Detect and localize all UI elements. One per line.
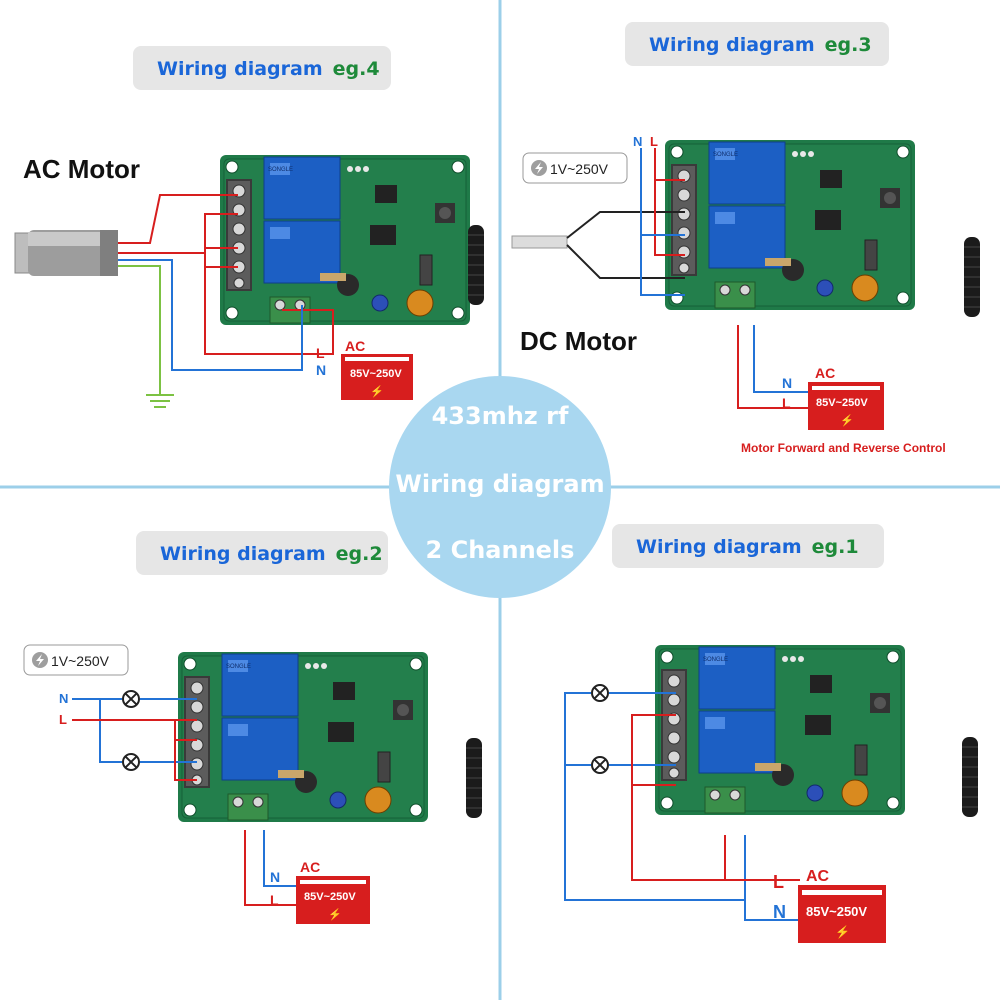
svg-text:SONGLE: SONGLE	[713, 152, 738, 158]
ac-power-box-eg4: AC 85V~250V ⚡	[341, 338, 413, 400]
antenna-eg2	[465, 737, 483, 819]
relay-labels: SONGLE SONGLE SONGLE SONGLE	[226, 152, 738, 670]
title-main-eg1: Wiring diagram	[636, 536, 802, 558]
wires-eg1	[564, 692, 800, 921]
N-label-eg2: N	[270, 869, 280, 885]
svg-text:AC: AC	[300, 859, 320, 875]
panel-eg4: Wiring diagram eg.4 AC Motor	[14, 46, 485, 408]
antenna-eg3	[963, 236, 981, 318]
wires-eg4	[118, 194, 334, 395]
svg-text:SONGLE: SONGLE	[268, 167, 293, 173]
wires-eg3	[566, 148, 808, 409]
svg-text:1V~250V: 1V~250V	[51, 653, 110, 669]
lamp-icon	[122, 753, 140, 771]
title-main-eg2: Wiring diagram	[160, 543, 326, 565]
title-main-eg3: Wiring diagram	[649, 34, 815, 56]
ac-motor-label: AC Motor	[23, 154, 140, 184]
L-label-eg3: L	[782, 395, 791, 411]
ground-symbol	[146, 394, 174, 408]
L-label-eg2: L	[270, 892, 279, 908]
lamp-icon	[591, 684, 609, 702]
center-line-1: 433mhz rf	[432, 402, 569, 430]
L-label-eg4: L	[316, 345, 325, 361]
svg-text:SONGLE: SONGLE	[703, 657, 728, 663]
svg-text:AC: AC	[806, 868, 830, 885]
title-pill-eg1	[612, 524, 884, 568]
N-top-label-eg3: N	[633, 134, 642, 149]
wires-eg2	[72, 698, 298, 906]
ac-power-box-eg1: AC 85V~250V ⚡	[798, 868, 886, 943]
ac-power-box-eg2: AC 85V~250V ⚡	[296, 859, 370, 924]
control-board-eg4	[219, 154, 471, 326]
dc-motor-icon	[511, 235, 568, 249]
title-eg-eg2: eg.2	[336, 543, 383, 565]
dc-motor-label: DC Motor	[520, 326, 637, 356]
bolt-icon: ⚡	[370, 385, 384, 398]
bolt-icon: ⚡	[328, 908, 342, 921]
voltage-badge-eg2: 1V~250V	[23, 644, 129, 676]
title-eg-eg3: eg.3	[825, 34, 872, 56]
svg-text:AC: AC	[815, 365, 835, 381]
voltage-badge-eg3: 1V~250V	[522, 152, 628, 184]
svg-text:1V~250V: 1V~250V	[550, 161, 609, 177]
ac-range-eg3: 85V~250V	[816, 397, 868, 409]
N-label-eg1: N	[773, 902, 786, 922]
title-eg-eg4: eg.4	[333, 58, 380, 80]
svg-text:AC: AC	[345, 338, 365, 354]
ac-range-eg1: 85V~250V	[806, 904, 867, 919]
bolt-icon	[531, 160, 547, 176]
bolt-icon	[32, 652, 48, 668]
title-main-eg4: Wiring diagram	[157, 58, 323, 80]
title-eg-eg1: eg.1	[812, 536, 859, 558]
title-pill-eg3	[625, 22, 889, 66]
N-label-eg4: N	[316, 362, 326, 378]
ac-range-eg4: 85V~250V	[350, 368, 402, 380]
bolt-icon: ⚡	[835, 925, 850, 939]
bolt-icon: ⚡	[840, 414, 854, 427]
lamp-icon	[591, 756, 609, 774]
center-badge: 433mhz rf Wiring diagram 2 Channels	[389, 376, 611, 598]
title-pill-eg4	[133, 46, 391, 90]
L-label-eg1: L	[773, 872, 784, 892]
ac-range-eg2: 85V~250V	[304, 891, 356, 903]
control-board-eg2	[177, 651, 429, 823]
N-label-eg3: N	[782, 375, 792, 391]
antenna-eg1	[961, 736, 979, 818]
L-top-label-eg3: L	[650, 134, 658, 149]
panel-eg2: Wiring diagram eg.2 1V~250V N L N L AC	[23, 531, 483, 924]
svg-text:SONGLE: SONGLE	[226, 664, 251, 670]
control-board-eg3	[664, 139, 916, 311]
L-in-label-eg2: L	[59, 712, 67, 727]
center-line-3: 2 Channels	[426, 536, 575, 564]
ac-power-box-eg3: AC 85V~250V ⚡	[808, 365, 884, 430]
control-board-eg1	[654, 644, 906, 816]
center-line-2: Wiring diagram	[395, 470, 604, 498]
antenna-eg4	[467, 224, 485, 306]
ac-motor-icon	[14, 230, 118, 276]
lamp-icon	[122, 690, 140, 708]
motor-control-caption: Motor Forward and Reverse Control	[741, 441, 946, 455]
title-pill-eg2	[136, 531, 388, 575]
N-in-label-eg2: N	[59, 691, 68, 706]
panel-eg1: Wiring diagram eg.1 L N AC 85V~250V ⚡	[564, 524, 979, 943]
